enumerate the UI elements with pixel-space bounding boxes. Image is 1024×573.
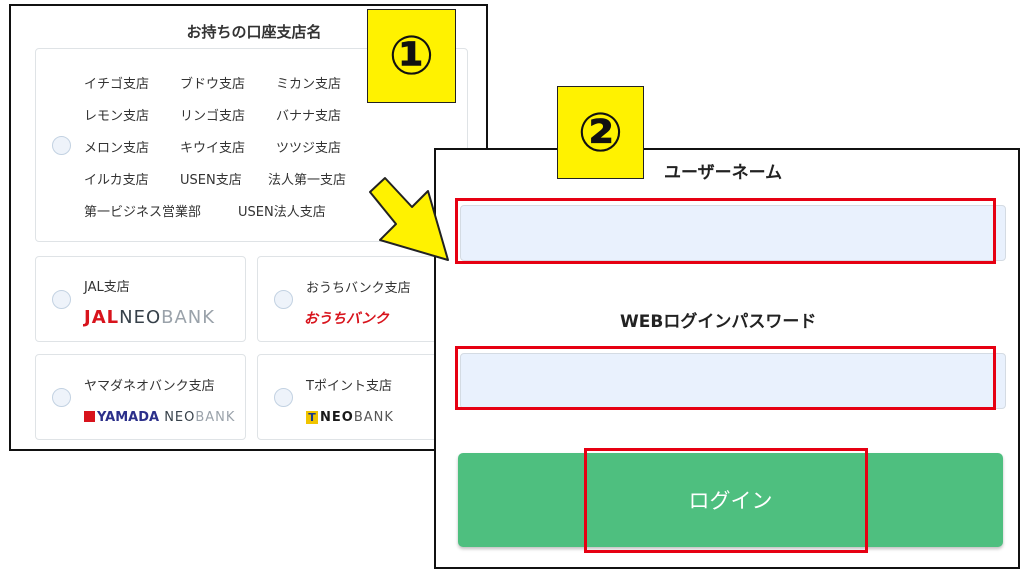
branch-option[interactable]: バナナ支店 [276,109,342,124]
yamada-branch-card[interactable]: ヤマダネオバンク支店 YAMADA NEOBANK [35,354,246,440]
branch-option[interactable]: ツツジ支店 [276,141,342,156]
branch-section-title: お持ちの口座支店名 [186,23,322,41]
yamada-mark-icon [84,411,95,422]
branch-option[interactable]: 法人第一支店 [268,173,347,188]
login-form-panel: ユーザーネーム WEBログインパスワード ログイン [434,148,1020,569]
ouchi-bank-branch-card[interactable]: おうちバンク支店 おうちバンク [257,256,468,342]
branch-list-radio[interactable] [52,136,71,155]
tpoint-branch-label: Tポイント支店 [306,379,392,394]
step-2-badge: ② [557,86,644,179]
jal-branch-radio[interactable] [52,290,71,309]
jal-neobank-logo: JALNEOBANK [84,307,216,328]
jal-branch-card[interactable]: JAL支店 JALNEOBANK [35,256,246,342]
branch-option[interactable]: 第一ビジネス営業部 [84,205,202,220]
branch-option[interactable]: メロン支店 [84,141,150,156]
password-input[interactable] [460,353,1006,409]
ouchi-bank-logo: おうちバンク [304,311,389,327]
tpoint-mark-icon: T [306,411,318,424]
username-label: ユーザーネーム [664,163,783,183]
username-input[interactable] [460,205,1006,261]
branch-option[interactable]: USEN支店 [180,173,242,188]
login-button[interactable]: ログイン [458,453,1003,547]
ouchi-bank-branch-label: おうちバンク支店 [306,281,411,296]
yamada-neobank-logo: YAMADA NEOBANK [84,406,235,425]
branch-option[interactable]: レモン支店 [84,109,150,124]
branch-option[interactable]: USEN法人支店 [238,205,326,220]
branch-option[interactable]: ミカン支店 [276,77,342,92]
branch-option[interactable]: ブドウ支店 [180,77,246,92]
password-label: WEBログインパスワード [620,312,817,332]
ouchi-bank-branch-radio[interactable] [274,290,293,309]
branch-option[interactable]: リンゴ支店 [180,109,246,124]
jal-branch-label: JAL支店 [84,280,130,295]
branch-option[interactable]: イルカ支店 [84,173,149,188]
yamada-branch-radio[interactable] [52,388,71,407]
yamada-branch-label: ヤマダネオバンク支店 [84,379,215,394]
tpoint-branch-radio[interactable] [274,388,293,407]
branch-option[interactable]: イチゴ支店 [84,77,150,92]
branch-option[interactable]: キウイ支店 [180,141,246,156]
step-1-badge: ① [367,9,456,103]
arrow-pointing-right-icon [369,177,449,261]
